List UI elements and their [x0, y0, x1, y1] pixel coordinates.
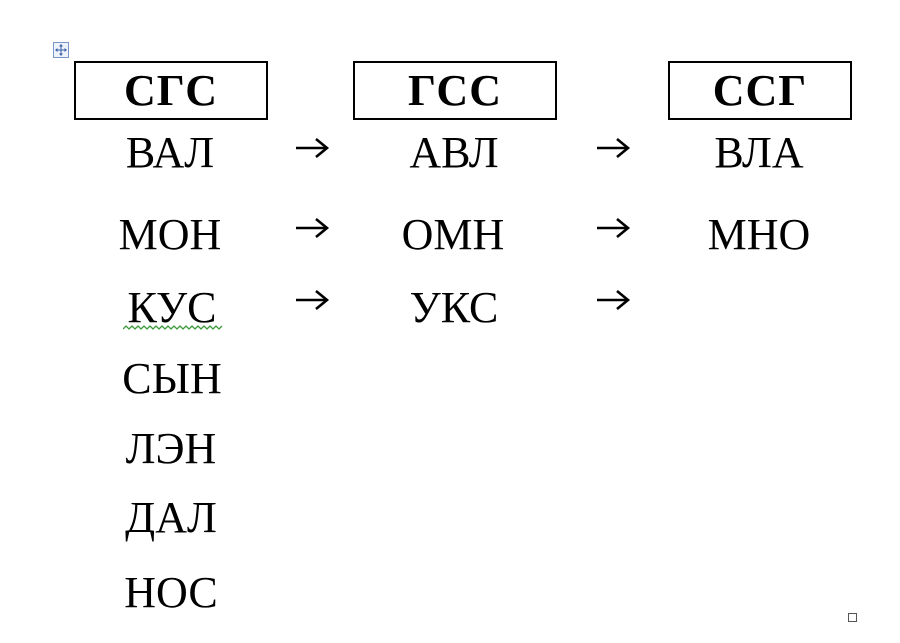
cell-col2-row2: ОМН: [401, 210, 505, 259]
cell-col2-row3: УКС: [409, 283, 499, 332]
cell-col1-row4: СЫН: [122, 354, 222, 403]
right-arrow-icon: [597, 289, 631, 311]
resize-square-icon[interactable]: [848, 613, 857, 622]
header-ssg: ССГ: [668, 61, 852, 120]
cell-col1-row5: ЛЭН: [125, 424, 217, 473]
cell-col1-row3: КУС: [127, 283, 217, 332]
right-arrow-icon: [296, 217, 330, 239]
cell-col2-row1: АВЛ: [409, 128, 499, 177]
right-arrow-icon: [597, 137, 631, 159]
cell-col3-row2: МНО: [707, 210, 811, 259]
right-arrow-icon: [296, 137, 330, 159]
right-arrow-icon: [597, 217, 631, 239]
cell-col1-row7: НОС: [124, 568, 218, 617]
cell-col1-row2: МОН: [118, 210, 222, 259]
header-sgs: СГС: [74, 61, 268, 120]
header-gss: ГСС: [353, 61, 557, 120]
cell-col3-row1: ВЛА: [714, 128, 804, 177]
table-move-handle-icon[interactable]: [53, 42, 69, 58]
right-arrow-icon: [296, 289, 330, 311]
spell-check-squiggle: [123, 325, 223, 330]
cell-col1-row1: ВАЛ: [125, 128, 215, 177]
cell-col1-row6: ДАЛ: [125, 493, 217, 542]
